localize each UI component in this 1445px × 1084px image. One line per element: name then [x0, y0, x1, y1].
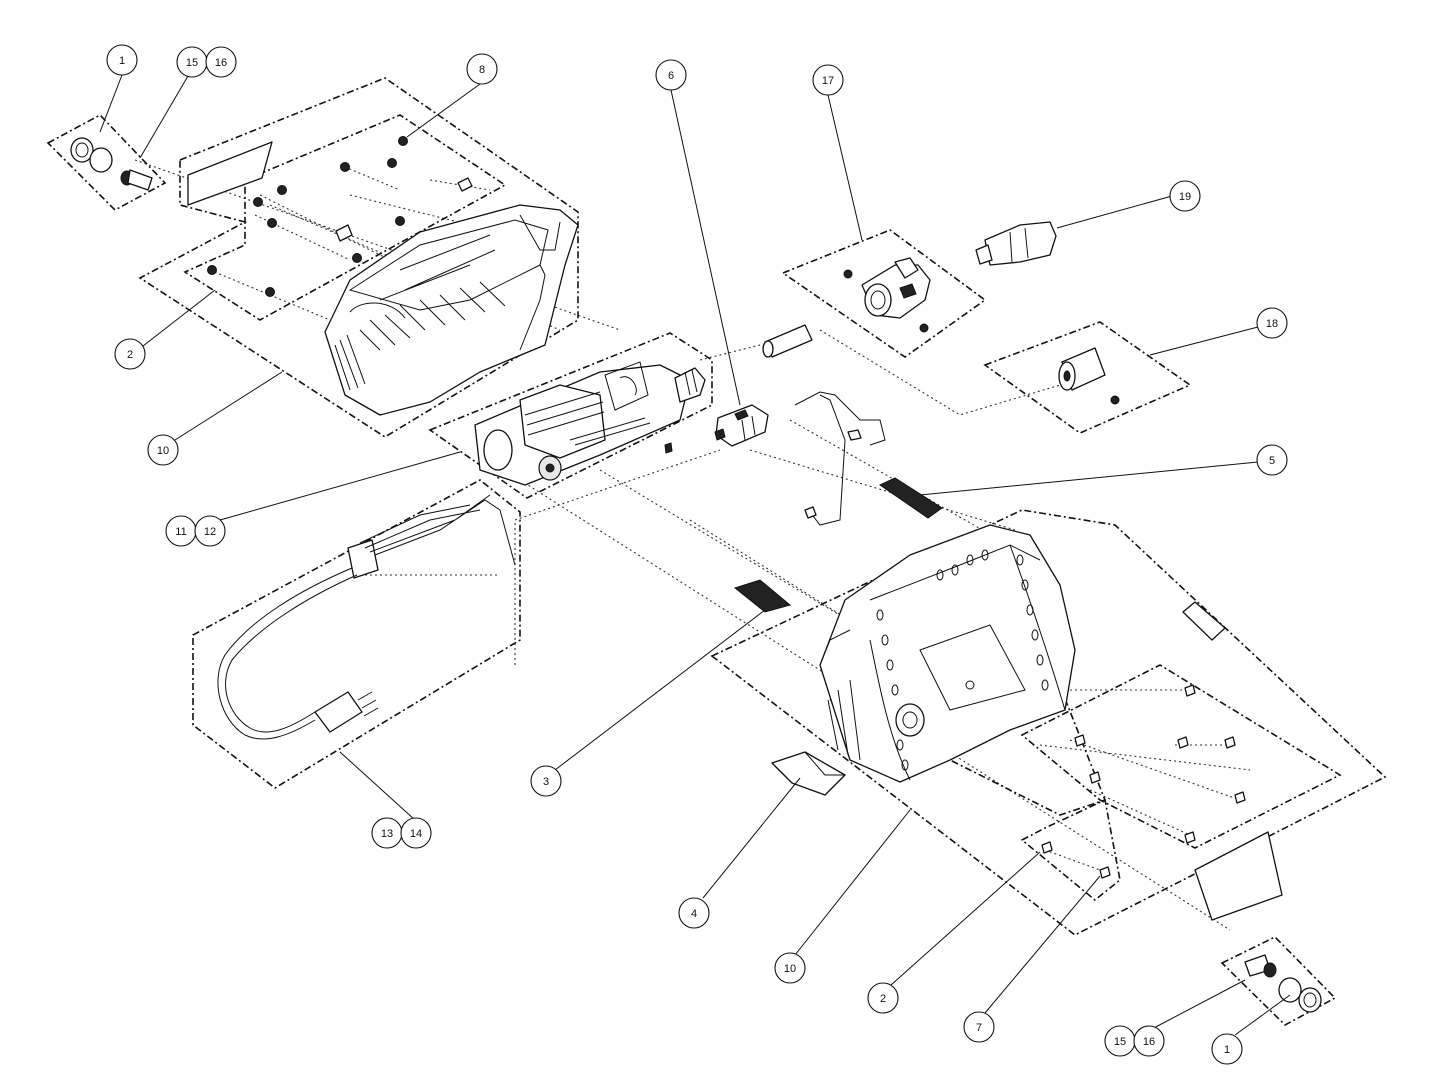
- callout-17: 17: [812, 64, 844, 96]
- callout-19: 19: [1169, 180, 1201, 212]
- svg-text:2: 2: [880, 993, 886, 1005]
- assembly-axis-lines: [134, 159, 1251, 931]
- pump-head-assembly: [843, 257, 931, 333]
- callout-3: 3: [530, 765, 562, 797]
- callout-7: 7: [963, 1011, 995, 1043]
- motor-assembly: [474, 361, 706, 486]
- svg-text:10: 10: [784, 963, 796, 975]
- switch: [714, 404, 769, 447]
- svg-text:12: 12: [204, 526, 216, 538]
- svg-text:11: 11: [175, 526, 186, 538]
- svg-text:10: 10: [157, 445, 169, 457]
- callout-1-left: 1: [106, 44, 138, 76]
- callout-14: 14: [400, 817, 432, 849]
- label-plate-right: [1182, 601, 1283, 921]
- svg-text:2: 2: [127, 349, 133, 361]
- svg-text:4: 4: [691, 908, 697, 920]
- callout-2-upper: 2: [114, 338, 146, 370]
- callout-12: 12: [194, 515, 226, 547]
- callout-15-left: 15: [176, 46, 208, 78]
- callout-5: 5: [1256, 444, 1288, 476]
- svg-text:7: 7: [976, 1022, 982, 1034]
- pump-sleeve-small: [762, 324, 813, 358]
- svg-text:1: 1: [119, 55, 125, 67]
- boundary-power-cord: [192, 479, 521, 789]
- svg-text:17: 17: [822, 75, 834, 87]
- callout-6: 6: [655, 59, 687, 91]
- boundary-pump-sleeve: [983, 321, 1192, 434]
- callout-10-upper: 10: [147, 434, 179, 466]
- svg-text:15: 15: [1114, 1036, 1126, 1048]
- upper-housing: [324, 204, 579, 416]
- outlet-fitting: [975, 221, 1057, 266]
- callout-18: 18: [1256, 307, 1288, 339]
- boundary-end-cap-right: [1220, 936, 1337, 1026]
- svg-text:18: 18: [1266, 318, 1278, 330]
- label-plate-top: [187, 141, 273, 206]
- callout-11: 11: [165, 515, 197, 547]
- boundary-end-cap-left: [46, 114, 167, 211]
- foam-block: [771, 751, 846, 796]
- housing-screws: [1041, 684, 1246, 879]
- callout-13: 13: [371, 817, 403, 849]
- svg-text:3: 3: [543, 776, 549, 788]
- svg-text:5: 5: [1269, 455, 1275, 467]
- callout-10-lower: 10: [774, 952, 806, 984]
- svg-text:14: 14: [410, 828, 422, 840]
- svg-text:16: 16: [215, 57, 227, 69]
- filter-pad: [733, 579, 792, 613]
- svg-text:19: 19: [1179, 191, 1191, 203]
- svg-text:1: 1: [1224, 1044, 1230, 1056]
- svg-text:16: 16: [1143, 1036, 1155, 1048]
- svg-text:15: 15: [186, 57, 198, 69]
- callout-bubbles: 1 15 16 8 6 17 19 18 2 10 5 11 12 3 13 1…: [106, 44, 1288, 1065]
- boundary-pump-head: [781, 229, 987, 358]
- pump-sleeve: [1058, 347, 1120, 405]
- callout-1-right: 1: [1211, 1033, 1243, 1065]
- power-cord: [217, 494, 516, 740]
- boundary-upper-housing: [138, 77, 579, 438]
- svg-text:13: 13: [381, 828, 393, 840]
- leader-lines: [99, 74, 1291, 1036]
- group-boundaries: [46, 77, 1387, 1026]
- end-cap-assembly-left: [70, 137, 153, 191]
- svg-text:8: 8: [479, 64, 485, 76]
- end-cap-assembly-right: [1244, 954, 1322, 1013]
- callout-16-right: 16: [1133, 1025, 1165, 1057]
- wire-harness: [794, 391, 886, 526]
- boundary-screws-lower: [1020, 798, 1121, 902]
- callout-16-left: 16: [205, 46, 237, 78]
- lower-housing: [819, 524, 1076, 783]
- boundary-motor: [428, 332, 713, 499]
- boundary-screws: [1020, 664, 1342, 849]
- boundary-housing-nuts: [183, 114, 507, 321]
- callout-8: 8: [466, 53, 498, 85]
- callout-15-right: 15: [1104, 1025, 1136, 1057]
- callout-2-lower: 2: [867, 982, 899, 1014]
- callout-4: 4: [678, 897, 710, 929]
- housing-nuts: [207, 136, 473, 297]
- filter-screen: [878, 477, 943, 519]
- svg-text:6: 6: [668, 70, 674, 82]
